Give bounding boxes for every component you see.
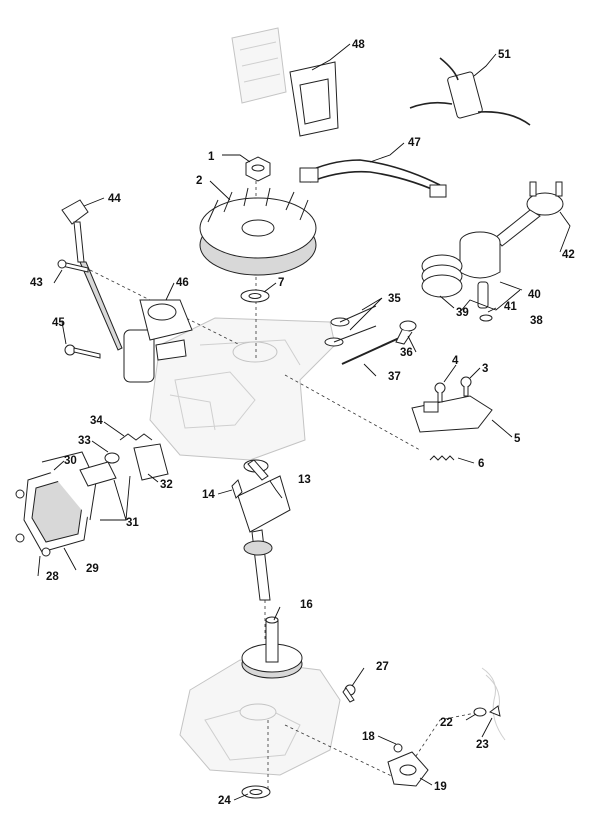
- valve-rocker: [395, 320, 417, 345]
- screw-4: [434, 382, 446, 403]
- callout-32: 32: [160, 479, 173, 491]
- carburetor: [123, 299, 193, 383]
- bolt-45: [64, 344, 101, 359]
- callout-23: 23: [476, 739, 489, 751]
- callout-24: 24: [218, 795, 231, 807]
- callout-22: 22: [440, 717, 453, 729]
- breather-plate: [79, 461, 117, 487]
- spring: [429, 455, 455, 461]
- callout-leaders: [37, 43, 571, 801]
- callout-28: 28: [46, 571, 59, 583]
- callout-36: 36: [400, 347, 413, 359]
- screw-18: [393, 743, 403, 753]
- callout-33: 33: [78, 435, 91, 447]
- washer-22: [473, 707, 487, 717]
- governor-bracket: [411, 395, 493, 433]
- screw-3: [460, 376, 472, 397]
- callout-40: 40: [528, 289, 541, 301]
- callout-45: 45: [52, 317, 65, 329]
- callout-labels: 1 2 3 4 5 6 7 13 14 16 18 19 22 23 24 27…: [30, 39, 575, 807]
- clip-23: [488, 705, 501, 717]
- key: [231, 479, 243, 499]
- bolt-43: [57, 259, 89, 273]
- crankcase-base-ghost: [179, 659, 341, 776]
- callout-31: 31: [126, 517, 139, 529]
- rod-bolts: [529, 181, 563, 197]
- callout-34: 34: [90, 415, 103, 427]
- wiring-harness: [299, 159, 447, 198]
- camshaft: [241, 616, 303, 679]
- callout-51: 51: [498, 49, 511, 61]
- bolt-27: [342, 684, 356, 703]
- callout-16: 16: [300, 599, 313, 611]
- piston-rings: [421, 254, 463, 298]
- callout-2: 2: [196, 175, 202, 187]
- callout-18: 18: [362, 731, 375, 743]
- callout-37: 37: [388, 371, 401, 383]
- bracket-plate: [289, 61, 339, 137]
- callout-4: 4: [452, 355, 459, 367]
- cover-screws: [15, 489, 51, 557]
- breather-valve: [104, 452, 120, 464]
- connecting-rod: [494, 192, 564, 247]
- oil-seal: [241, 785, 271, 799]
- callout-39: 39: [456, 307, 469, 319]
- flywheel-nut: [245, 156, 271, 182]
- callout-38: 38: [530, 315, 543, 327]
- callout-7: 7: [278, 277, 284, 289]
- engine-block-ghost: [149, 317, 336, 461]
- piston-pin: [477, 281, 489, 309]
- washer: [240, 289, 270, 303]
- callout-19: 19: [434, 781, 447, 793]
- circlip: [479, 314, 493, 322]
- callout-29: 29: [86, 563, 99, 575]
- callout-5: 5: [514, 433, 521, 445]
- callout-1: 1: [208, 151, 215, 163]
- callout-46: 46: [176, 277, 189, 289]
- callout-13: 13: [298, 474, 311, 486]
- callout-47: 47: [408, 137, 421, 149]
- callout-43: 43: [30, 277, 43, 289]
- linkage-ghost: [481, 667, 506, 741]
- callout-42: 42: [562, 249, 575, 261]
- breather-cover: [133, 443, 169, 481]
- ignition-module: [409, 57, 531, 126]
- governor-assembly: [387, 751, 429, 787]
- callout-30: 30: [64, 455, 77, 467]
- callout-44: 44: [108, 193, 121, 205]
- dipstick: [61, 199, 123, 351]
- callout-6: 6: [478, 458, 484, 470]
- callout-14: 14: [202, 489, 215, 501]
- valves: [324, 305, 377, 347]
- callout-48: 48: [352, 39, 365, 51]
- flywheel: [199, 187, 317, 276]
- piston: [459, 231, 501, 279]
- callout-41: 41: [504, 301, 517, 313]
- callout-27: 27: [376, 661, 389, 673]
- callout-35: 35: [388, 293, 401, 305]
- callout-3: 3: [482, 363, 488, 375]
- crankshaft: [237, 459, 291, 601]
- fuel-tank-ghost: [231, 27, 287, 104]
- valve-spring: [119, 433, 153, 441]
